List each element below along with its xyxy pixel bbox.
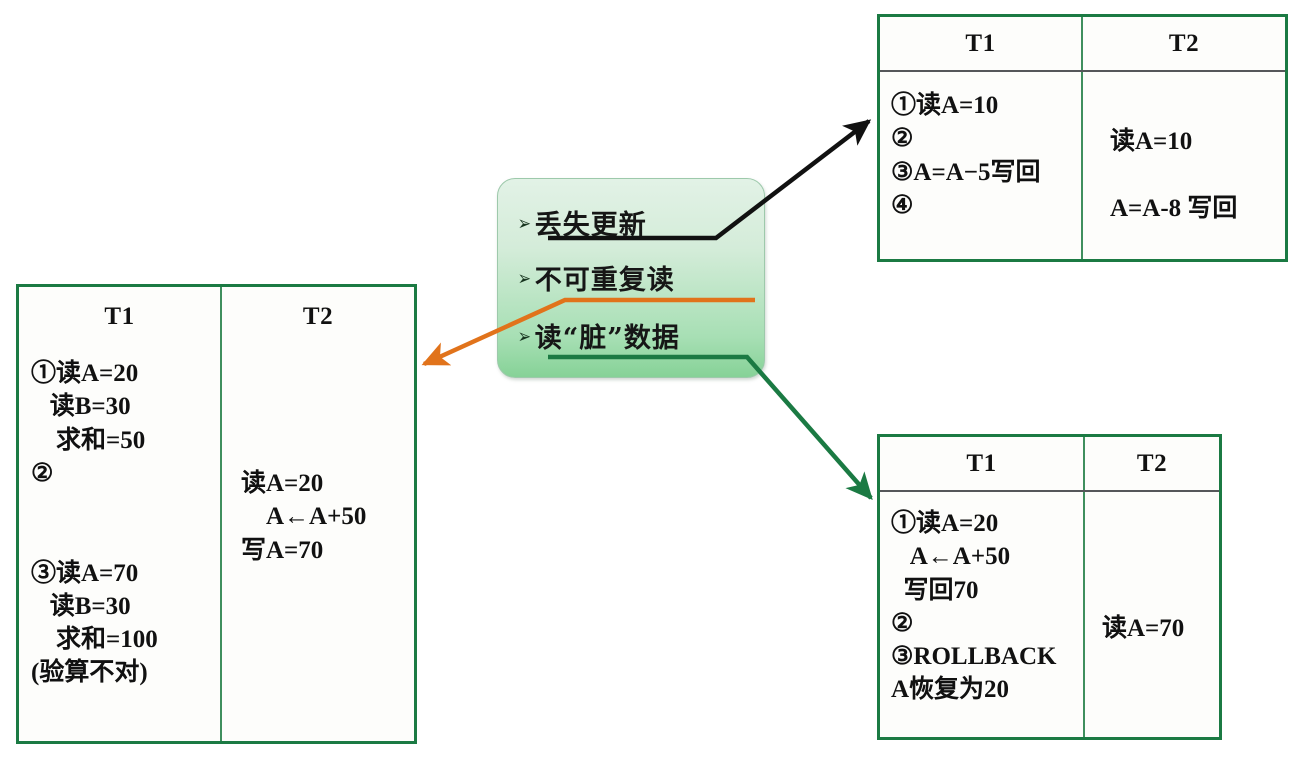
table-lost-update-header-t1: T1 xyxy=(965,30,996,57)
callout-item-dirty-read[interactable]: ➢ 读“脏”数据 xyxy=(516,316,680,355)
table-lost-update: T1 T2 ①读A=10 ② ③A=A−5写回 ④ 读A=10 A=A-8 写回 xyxy=(877,14,1288,262)
callout-item-nonrepeatable-read-label: 不可重复读 xyxy=(534,265,675,296)
bullet-arrow-icon: ➢ xyxy=(517,210,532,235)
arrow-dirty-read xyxy=(548,354,873,501)
callout-item-nonrepeatable-read[interactable]: ➢ 不可重复读 xyxy=(516,258,675,297)
table-dirty-read-cell-t1: ①读A=20 A←A+50 写回70 ② ③ROLLBACK A恢复为20 xyxy=(891,510,1057,704)
table-dirty-read-header-t2: T2 xyxy=(1136,450,1168,477)
callout-item-lost-update-label: 丢失更新 xyxy=(534,210,647,241)
header-separator xyxy=(880,70,1285,72)
table-lost-update-cell-t1: ①读A=10 ② ③A=A−5写回 ④ xyxy=(891,92,1041,219)
bullet-arrow-icon: ➢ xyxy=(517,323,532,348)
callout-item-lost-update[interactable]: ➢ 丢失更新 xyxy=(516,203,647,242)
column-divider xyxy=(220,287,222,741)
callout-item-dirty-read-label: 读“脏”数据 xyxy=(534,323,680,354)
table-nonrepeatable-read-header-t1: T1 xyxy=(104,303,135,330)
table-nonrepeatable-read-header-t2: T2 xyxy=(302,303,334,330)
header-separator xyxy=(880,490,1219,492)
table-nonrepeatable-read-cell-t1: ①读A=20 读B=30 求和=50 ② ③读A=70 读B=30 求和=100… xyxy=(31,360,158,687)
column-divider xyxy=(1083,437,1085,737)
column-divider xyxy=(1081,17,1083,259)
table-dirty-read-header-t1: T1 xyxy=(966,450,997,477)
table-lost-update-header-t2: T2 xyxy=(1168,30,1200,57)
table-nonrepeatable-read-cell-t2: 读A=20 A←A+50 写A=70 xyxy=(241,470,367,564)
table-nonrepeatable-read: T1 T2 ①读A=20 读B=30 求和=50 ② ③读A=70 读B=30 … xyxy=(16,284,417,744)
bullet-arrow-icon: ➢ xyxy=(517,265,532,290)
table-dirty-read-cell-t2: 读A=70 xyxy=(1102,615,1185,642)
table-lost-update-cell-t2: 读A=10 A=A-8 写回 xyxy=(1110,128,1238,222)
table-dirty-read: T1 T2 ①读A=20 A←A+50 写回70 ② ③ROLLBACK A恢复… xyxy=(877,434,1222,740)
